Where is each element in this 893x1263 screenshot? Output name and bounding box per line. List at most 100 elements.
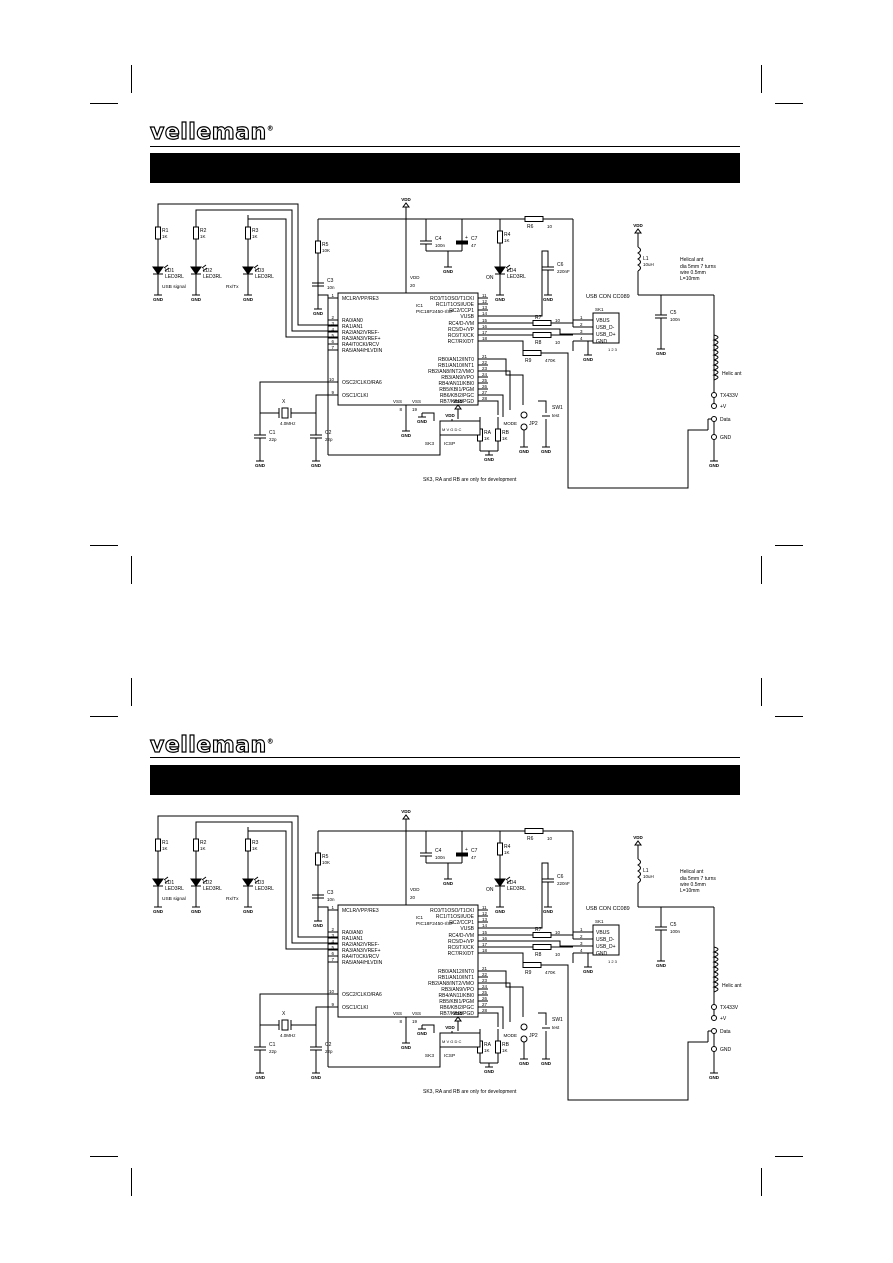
ic-pin-name: RC4/D-/VM xyxy=(448,933,474,939)
resistor xyxy=(155,838,161,852)
led-ref: LD4 xyxy=(507,880,516,886)
ic-pin-number: 17 xyxy=(482,942,488,947)
inductor-value: 10uH xyxy=(643,262,654,267)
schematic-wire xyxy=(551,934,574,939)
jumper-ref: JP2 xyxy=(529,1033,538,1039)
helical-antenna xyxy=(712,946,719,973)
ic-pin-number: 17 xyxy=(482,330,488,335)
antenna-spec: dia 5mm 7 turns xyxy=(680,264,716,270)
ic-pin-name: RA5/AN4/HLVDIN xyxy=(342,960,383,966)
gnd-label: GND xyxy=(243,297,254,302)
capacitor-value: 100n xyxy=(435,855,446,860)
capacitor-value: 100n xyxy=(670,929,681,934)
resistor-value: 10 xyxy=(555,952,561,957)
crop-mark xyxy=(761,65,762,93)
ic-pin-number: 14 xyxy=(482,311,488,316)
header-rule xyxy=(150,146,740,147)
crop-mark xyxy=(131,678,132,706)
schematic-wire xyxy=(488,400,499,415)
ic-pin-name: RA4/T0CKI/RCV xyxy=(342,954,380,960)
capacitor-ref: C5 xyxy=(670,922,677,928)
polarity-mark: + xyxy=(465,847,468,853)
helical-antenna xyxy=(712,334,719,361)
ic-pin-name: RB4/AN11/KBI0 xyxy=(439,993,475,999)
resistor-value: 10K xyxy=(322,860,330,865)
led-note: ON xyxy=(486,275,494,281)
velleman-logo: velleman® xyxy=(149,119,275,145)
ic-pin-number: 19 xyxy=(412,1019,418,1024)
module-pin: GND xyxy=(720,435,732,441)
resistor xyxy=(497,230,503,244)
schematic-wire xyxy=(259,993,338,1012)
resistor-ref: R9 xyxy=(525,358,532,364)
ic-pin-number: 13 xyxy=(482,305,488,310)
jumper xyxy=(520,411,528,419)
resistor xyxy=(193,226,199,240)
capacitor-value: 47 xyxy=(471,855,477,860)
switch-ref: SW1 xyxy=(552,1017,563,1023)
ic-pin-number: 27 xyxy=(482,390,488,395)
crop-mark xyxy=(761,1168,762,1196)
capacitor-ref: C6 xyxy=(557,262,564,268)
ic-pin-number: 3 xyxy=(331,321,334,326)
usb-shield-label: 1 2 3 xyxy=(608,347,618,352)
resistor-ref: RB xyxy=(502,1042,510,1048)
led-icon xyxy=(242,266,254,275)
vdd-label: VDD xyxy=(633,223,643,228)
crop-mark xyxy=(131,65,132,93)
ic-pin-number: 11 xyxy=(482,293,487,298)
capacitor-ref: C6 xyxy=(557,874,564,880)
resistor-value: 1K xyxy=(162,846,168,851)
inductor-ref: L1 xyxy=(643,868,649,874)
crop-mark xyxy=(761,678,762,706)
crop-mark xyxy=(131,1168,132,1196)
ic-pin-number: 25 xyxy=(482,990,488,995)
crop-mark xyxy=(90,545,118,546)
push-button xyxy=(538,400,547,431)
led-icon xyxy=(494,878,506,887)
velleman-logo: velleman® xyxy=(149,732,275,758)
gnd-label: GND xyxy=(153,297,164,302)
resistor-value: 1K xyxy=(162,234,168,239)
resistor-value: 1K xyxy=(252,846,258,851)
section-bar xyxy=(150,153,740,183)
module-pin: +V xyxy=(720,1016,727,1022)
antenna-spec: dia 5mm 7 turns xyxy=(680,876,716,882)
ic-pin-number: 20 xyxy=(410,895,416,900)
usb-pin-number: 2 xyxy=(580,322,583,327)
capacitor-value: 22p xyxy=(325,1049,333,1054)
ic-part: PIC18F2450-I/SP xyxy=(416,309,454,315)
crystal-value: 4.0MHz xyxy=(280,1033,296,1038)
ic-pin-number: 22 xyxy=(482,972,488,977)
ic-pin-number: 21 xyxy=(482,966,488,971)
ic-pin-name: VSS xyxy=(412,399,421,404)
capacitor-value: 10n xyxy=(327,897,335,902)
module-pin: Data xyxy=(720,417,731,423)
ic-pin-name: OSC1/CLKI xyxy=(342,1005,368,1011)
schematic-wire xyxy=(488,340,524,353)
vdd-symbol xyxy=(454,1016,462,1022)
ic-pin-name: RA3/AN3/VREF+ xyxy=(342,336,381,342)
resistor-value: 10 xyxy=(555,340,561,345)
resistor-ref: R2 xyxy=(200,840,207,846)
led-icon xyxy=(242,878,254,887)
resistor xyxy=(522,962,542,968)
resistor-ref: R1 xyxy=(162,228,169,234)
ic-pin-name: RC7/RX/DT xyxy=(448,951,474,957)
resistor xyxy=(524,216,544,222)
ic-pin-name: RB2/AN8/INT2/VMO xyxy=(428,369,474,375)
ic-pin-number: 26 xyxy=(482,996,488,1001)
ic-pin-name: RA0/AN0 xyxy=(342,930,363,936)
usb-pin-name: GND xyxy=(596,951,608,957)
vdd-symbol xyxy=(454,404,462,410)
gnd-label: GND xyxy=(401,1045,412,1050)
capacitor-value: 22p xyxy=(269,437,277,442)
resistor-ref: RB xyxy=(502,430,510,436)
resistor xyxy=(497,842,503,856)
usb-connector xyxy=(592,924,620,956)
ic-pin-name: RC2/CCP1 xyxy=(449,308,474,314)
gnd-label: GND xyxy=(243,909,254,914)
resistor-ref: RA xyxy=(484,430,492,436)
ic-pin-number: 28 xyxy=(482,1008,488,1013)
